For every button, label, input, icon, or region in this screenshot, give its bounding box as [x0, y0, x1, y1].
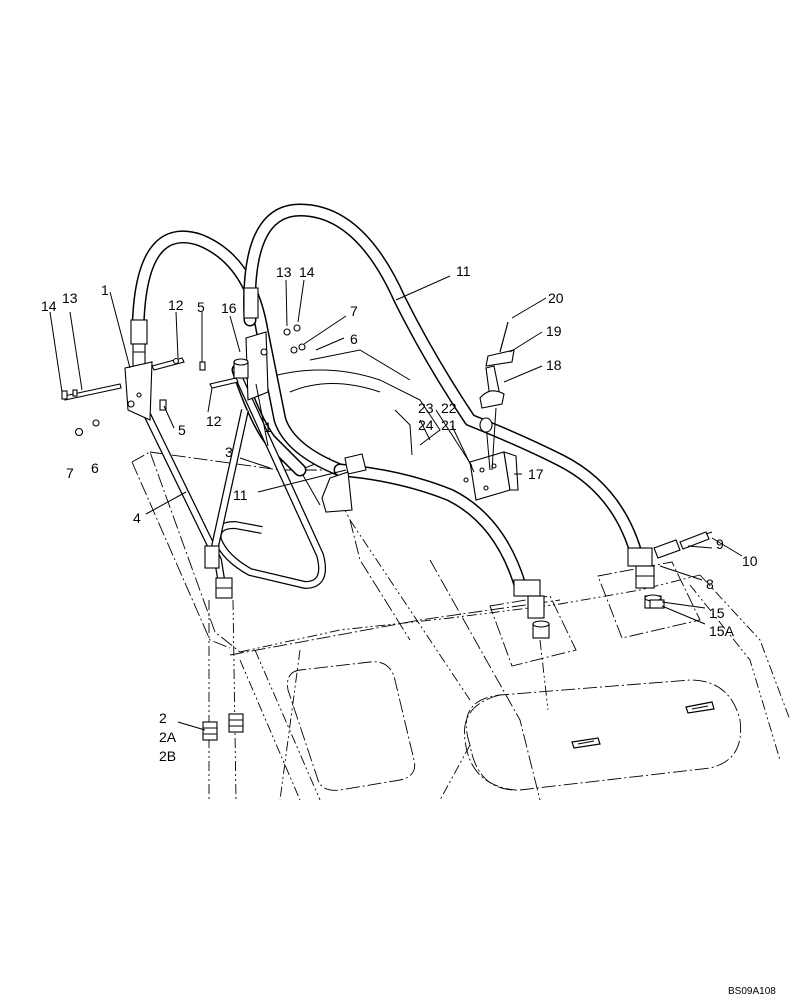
plug-15 — [649, 599, 665, 609]
callout-1-mid: 1 — [264, 419, 272, 435]
bolt-5-6-7-left — [74, 361, 206, 437]
callout-21: 21 — [441, 417, 457, 433]
callout-14-left: 14 — [41, 298, 57, 314]
fitting-9-10 — [653, 531, 713, 559]
steel-tube-3 — [208, 378, 327, 589]
hydraulic-hose-11-left — [131, 230, 347, 477]
callout-17: 17 — [528, 466, 544, 482]
callout-labels: 14 13 1 12 5 16 13 14 7 6 11 20 19 18 23… — [41, 263, 776, 997]
clamp-18-19-20 — [479, 321, 515, 471]
callout-24: 24 — [418, 417, 434, 433]
callout-12-top: 12 — [168, 297, 184, 313]
callout-8: 8 — [706, 576, 714, 592]
adapter-fittings-2 — [202, 713, 244, 741]
callout-2B: 2B — [159, 748, 176, 764]
callout-13-right: 13 — [276, 264, 292, 280]
callout-16: 16 — [221, 300, 237, 316]
hose-end-fitting-right — [243, 287, 259, 319]
tube-fitting-16 — [233, 358, 249, 379]
callout-23: 23 — [418, 400, 434, 416]
hydraulic-hose-11-right — [243, 203, 645, 567]
callout-leaders — [49, 275, 743, 731]
coupler-fitting-lower-left — [204, 545, 233, 599]
clamp-11-mid — [321, 453, 367, 513]
callout-4: 4 — [133, 510, 141, 526]
callout-3: 3 — [225, 444, 233, 460]
callout-12-mid: 12 — [206, 413, 222, 429]
callout-11-mid: 11 — [233, 487, 248, 503]
coupler-fitting-8 — [627, 547, 662, 609]
coupler-fitting-lower-center — [513, 579, 550, 639]
callout-20: 20 — [548, 290, 564, 306]
valve-block-17 — [463, 451, 519, 501]
callout-2: 2 — [159, 710, 167, 726]
callout-1-left: 1 — [101, 282, 109, 298]
callout-14-right: 14 — [299, 264, 315, 280]
callout-11-top: 11 — [456, 263, 471, 279]
callout-2A: 2A — [159, 729, 177, 745]
callout-15: 15 — [709, 605, 725, 621]
drawing-code: BS09A108 — [728, 986, 776, 997]
bolt-13-14-left — [61, 383, 122, 401]
callout-9: 9 — [716, 536, 724, 552]
hose-end-fitting-left — [130, 319, 148, 369]
callout-18: 18 — [546, 357, 562, 373]
callout-7-left: 7 — [66, 465, 74, 481]
callout-7-right: 7 — [350, 303, 358, 319]
bolt-12-mid — [209, 377, 239, 389]
callout-5-mid: 5 — [178, 422, 186, 438]
callout-13-left: 13 — [62, 290, 78, 306]
callout-22: 22 — [441, 400, 457, 416]
bolt-12-top — [151, 357, 185, 371]
callout-10: 10 — [742, 553, 758, 569]
mounting-bracket-1-left — [124, 361, 153, 421]
callout-6-right: 6 — [350, 331, 358, 347]
callout-15A: 15A — [709, 623, 735, 639]
mounting-bracket-1-right — [245, 331, 269, 401]
callout-6-left: 6 — [91, 460, 99, 476]
callout-19: 19 — [546, 323, 562, 339]
nuts-13-14-right — [283, 324, 306, 354]
callout-5-top: 5 — [197, 299, 205, 315]
